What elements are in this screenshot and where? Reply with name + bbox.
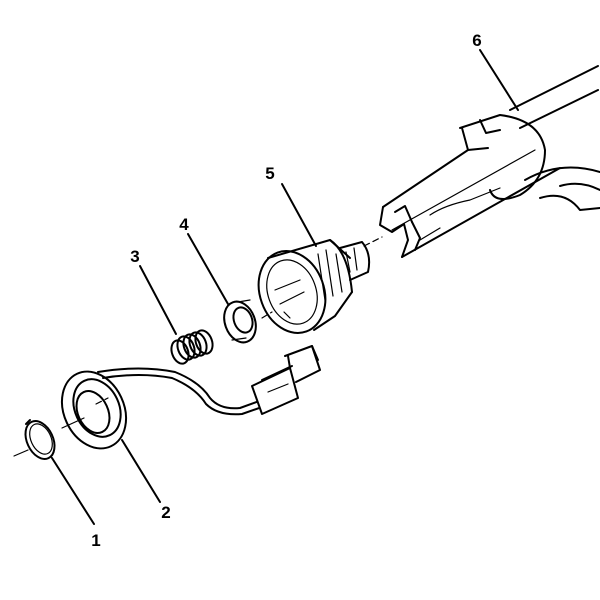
leader-line-1: [51, 457, 95, 525]
leader-line-4: [187, 233, 229, 305]
part-2-contact-harness: [60, 345, 321, 503]
callout-2: 2: [161, 503, 170, 522]
callout-4: 4: [179, 215, 189, 234]
callout-6: 6: [472, 31, 481, 50]
part-5-switch-housing: [257, 183, 371, 334]
part-4-washer: [187, 233, 257, 344]
leader-line-2: [121, 439, 161, 503]
part-3-spring: [139, 265, 214, 365]
leader-line-5: [281, 183, 317, 247]
leader-line-6: [479, 49, 519, 111]
callout-1: 1: [91, 531, 100, 550]
part-1-retaining-ring: [13, 419, 95, 525]
callout-3: 3: [130, 247, 139, 266]
leader-line-3: [139, 265, 177, 335]
part-6-column-shaft: [379, 49, 600, 258]
callout-5: 5: [265, 164, 274, 183]
